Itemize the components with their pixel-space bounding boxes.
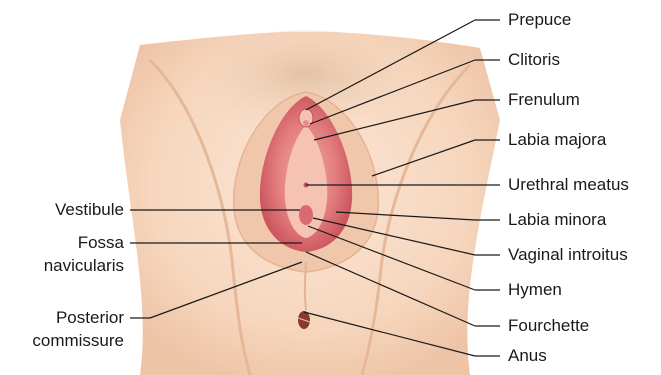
label-fossa-line1: Fossa bbox=[0, 233, 124, 253]
label-anus: Anus bbox=[508, 346, 547, 366]
label-urethral-meatus: Urethral meatus bbox=[508, 175, 629, 195]
label-prepuce: Prepuce bbox=[508, 10, 571, 30]
label-frenulum: Frenulum bbox=[508, 90, 580, 110]
label-vaginal-introitus: Vaginal introitus bbox=[508, 245, 628, 265]
label-hymen: Hymen bbox=[508, 280, 562, 300]
label-vestibule: Vestibule bbox=[0, 200, 124, 220]
label-fourchette: Fourchette bbox=[508, 316, 589, 336]
label-posterior-line2: commissure bbox=[0, 331, 124, 351]
label-fossa-line2: navicularis bbox=[0, 256, 124, 276]
label-clitoris: Clitoris bbox=[508, 50, 560, 70]
introitus-shape bbox=[299, 205, 313, 225]
label-posterior-line1: Posterior bbox=[0, 308, 124, 328]
label-labia-majora: Labia majora bbox=[508, 130, 606, 150]
label-labia-minora: Labia minora bbox=[508, 210, 606, 230]
